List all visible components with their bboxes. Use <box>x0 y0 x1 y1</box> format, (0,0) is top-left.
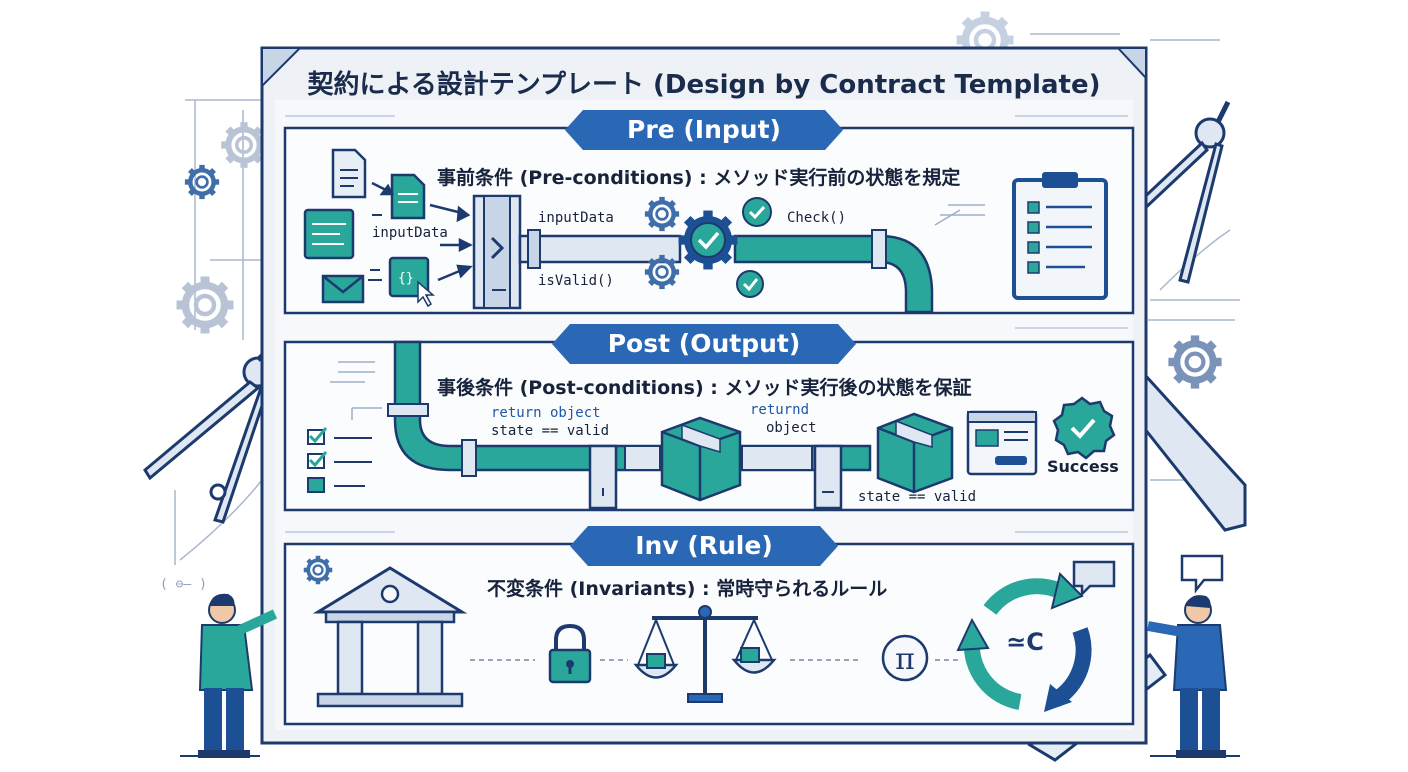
note-lines <box>934 204 985 226</box>
inv-ribbon: Inv (Rule) <box>570 526 838 566</box>
lock-icon <box>548 623 592 684</box>
scale-balance-icon <box>633 605 777 703</box>
document-icon <box>331 148 367 199</box>
return-object-label: return object <box>491 405 601 421</box>
input-data-left-label: inputData <box>372 225 448 241</box>
note-lines <box>330 361 382 420</box>
document-teal-icon <box>390 173 426 220</box>
check-label: Check() <box>787 210 847 226</box>
inv-subtitle: 不変条件 (Invariants) : 常時守られるルール <box>487 578 888 600</box>
approx-c-label: ≃C <box>1006 628 1044 656</box>
speech-bubble-icon <box>1072 554 1224 598</box>
input-gate <box>472 194 522 310</box>
motion-lines <box>368 214 382 281</box>
pi-label: π <box>895 642 915 677</box>
cursor-icon <box>417 280 436 308</box>
is-valid-label: isValid() <box>538 273 614 289</box>
mail-icon <box>321 274 365 304</box>
box-icon <box>660 416 742 502</box>
check-circle-icon <box>736 197 772 298</box>
braces-label: {} <box>398 271 414 286</box>
clipboard-checklist-icon <box>1012 172 1108 300</box>
post-ribbon: Post (Output) <box>552 324 856 364</box>
state-valid-label-2: state == valid <box>858 489 977 505</box>
compass-left-icon <box>143 343 274 524</box>
page-title: 契約による設計テンプレート (Design by Contract Templa… <box>307 70 1101 100</box>
success-badge-icon <box>1052 396 1116 460</box>
background-sketch: ( ⊖— ) <box>160 577 207 592</box>
returnd-label: returnd <box>750 402 810 418</box>
checklist-icon <box>307 427 372 493</box>
institution-icon <box>312 566 468 708</box>
pre-ribbon: Pre (Input) <box>565 110 843 150</box>
success-label: Success <box>1047 457 1119 476</box>
post-subtitle: 事後条件 (Post-conditions) : メソッド実行後の状態を保証 <box>437 377 972 399</box>
data-window-icon <box>303 208 355 260</box>
state-valid-label: state == valid <box>491 423 610 439</box>
pre-pipe <box>518 229 934 314</box>
input-arrows <box>371 181 473 282</box>
pre-subtitle: 事前条件 (Pre-conditions) : メソッド実行前の状態を規定 <box>437 167 961 189</box>
cycle-arrows-icon <box>956 572 1092 712</box>
box-icon <box>876 412 954 494</box>
check-icon <box>697 231 720 250</box>
post-pipe <box>387 340 872 510</box>
dimension-lines <box>285 115 1128 533</box>
input-data-label: inputData <box>538 210 614 226</box>
person-right-icon <box>1147 595 1228 758</box>
success-window-icon <box>966 410 1038 476</box>
object-label: object <box>766 420 817 436</box>
check-gear-center <box>690 222 726 258</box>
pi-icon <box>881 634 929 682</box>
person-left-icon <box>198 593 278 758</box>
